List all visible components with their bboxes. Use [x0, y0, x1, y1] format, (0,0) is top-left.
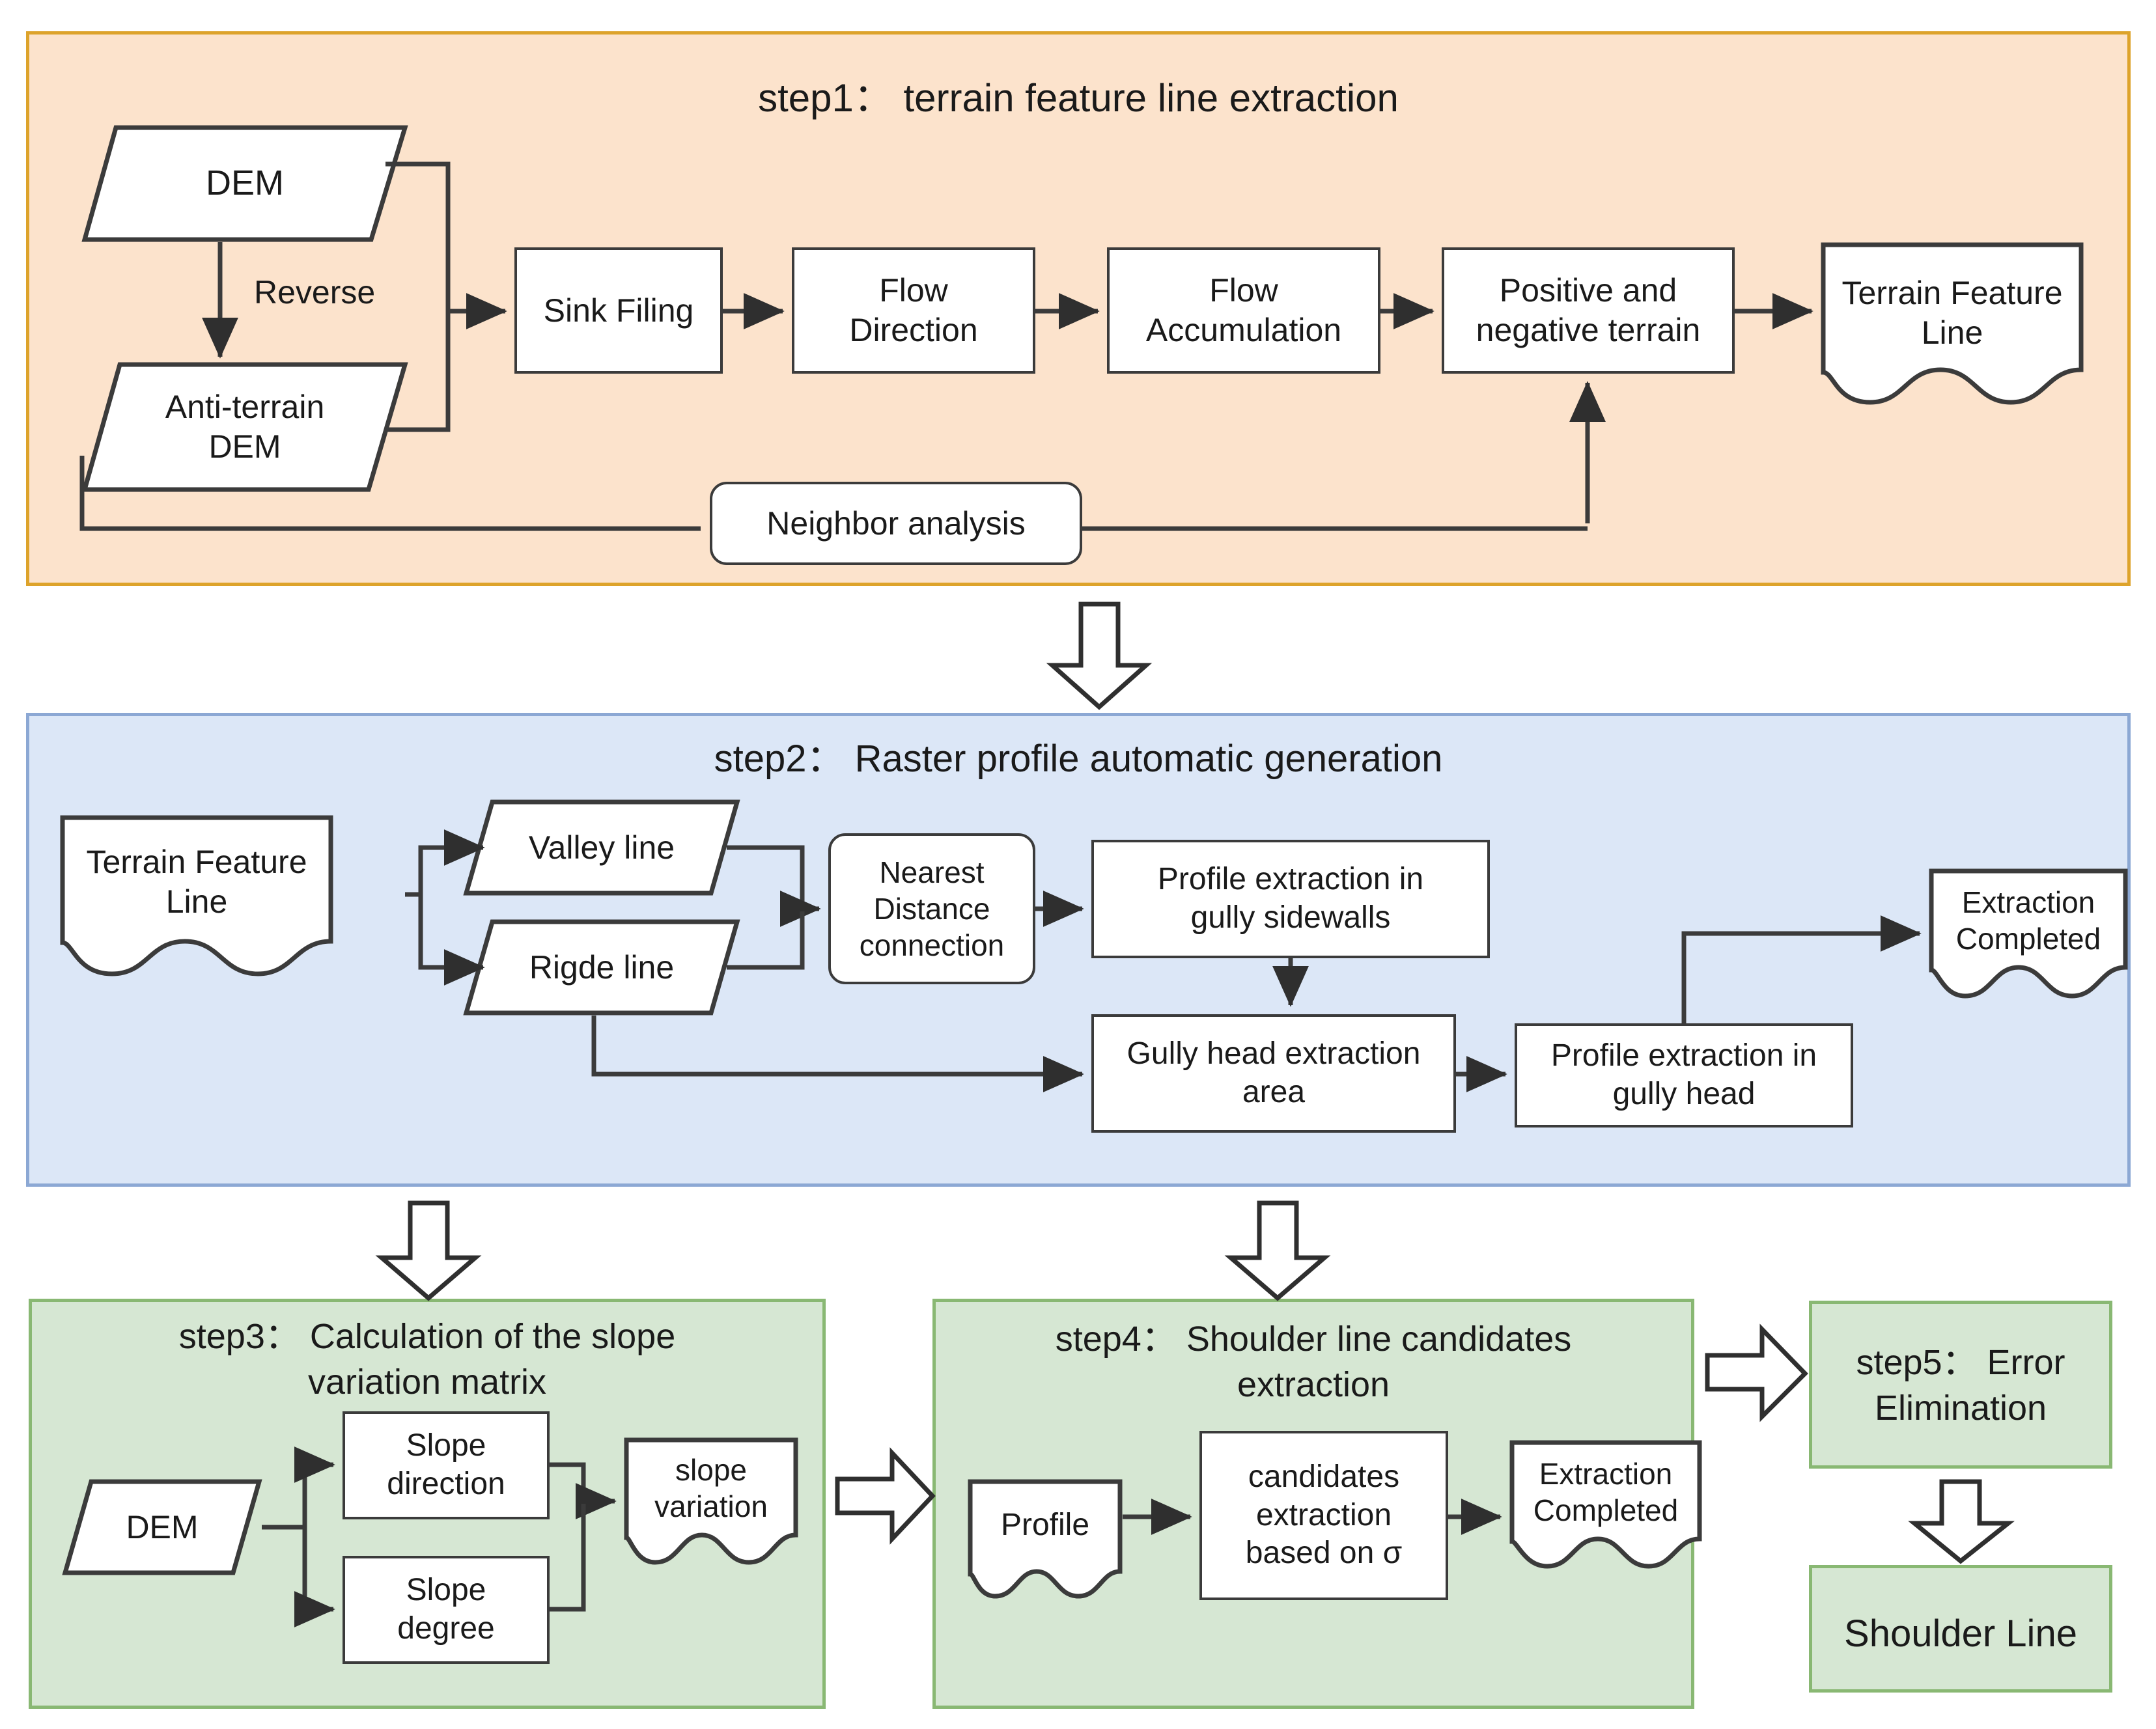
- node-extraction-completed-step2: Extraction Completed: [1929, 868, 2128, 999]
- edge-label-reverse: Reverse: [254, 274, 376, 311]
- node-extraction-completed-step4: Extraction Completed: [1509, 1440, 1702, 1570]
- node-positive-negative-terrain: Positive and negative terrain: [1442, 247, 1735, 374]
- node-terrain-feature-line-step1: Terrain Feature Line: [1821, 242, 2084, 405]
- step3-title: step3： Calculation of the slope variatio…: [178, 1317, 676, 1402]
- block-arrow-step2-to-step4: [1224, 1200, 1331, 1301]
- node-gully-head-extraction-area: Gully head extraction area: [1091, 1014, 1456, 1133]
- node-flow-accumulation: Flow Accumulation: [1107, 247, 1380, 374]
- node-candidates-extraction: candidates extraction based on σ: [1199, 1431, 1448, 1600]
- node-terrain-feature-line-step1-label: Terrain Feature Line: [1841, 275, 2063, 351]
- node-extraction-completed-step4-label: Extraction Completed: [1533, 1456, 1679, 1527]
- node-slope-direction: Slope direction: [343, 1411, 550, 1519]
- node-slope-variation: slope variation: [624, 1437, 798, 1566]
- node-terrain-feature-line-step2-label: Terrain Feature Line: [86, 844, 307, 920]
- node-dem-step1-label: DEM: [206, 163, 284, 203]
- block-arrow-step1-to-step2: [1046, 602, 1153, 710]
- block-arrow-step3-to-step4: [835, 1447, 936, 1545]
- node-dem-step3-label: DEM: [126, 1508, 199, 1545]
- step4-title: step4： Shoulder line candidates extracti…: [1055, 1320, 1572, 1405]
- node-nearest-distance-connection: Nearest Distance connection: [828, 833, 1035, 984]
- node-profile-step4-label: Profile: [1000, 1507, 1090, 1542]
- node-anti-terrain-dem: Anti-terrain DEM: [81, 362, 408, 492]
- node-neighbor-analysis: Neighbor analysis: [710, 482, 1082, 565]
- node-anti-terrain-dem-label: Anti-terrain DEM: [165, 389, 325, 465]
- block-arrow-step4-to-step5: [1705, 1323, 1808, 1422]
- step2-title: step2： Raster profile automatic generati…: [714, 738, 1443, 780]
- node-valley-line: Valley line: [463, 799, 740, 896]
- step5-panel: [1809, 1301, 2112, 1469]
- node-profile-extraction-gully-sidewalls: Profile extraction in gully sidewalls: [1091, 840, 1490, 958]
- node-profile-step4: Profile: [968, 1479, 1123, 1600]
- node-slope-degree: Slope degree: [343, 1556, 550, 1664]
- node-dem-step3: DEM: [62, 1479, 262, 1575]
- node-shoulder-line: [1809, 1565, 2112, 1693]
- node-profile-extraction-gully-head: Profile extraction in gully head: [1515, 1023, 1853, 1127]
- step5-title: step5： Error Elimination: [1856, 1343, 2065, 1428]
- node-rigde-line: Rigde line: [463, 919, 740, 1016]
- node-sink-filing: Sink Filing: [514, 247, 723, 374]
- block-arrow-step5-to-shoulder-line: [1908, 1479, 2015, 1564]
- block-arrow-step2-to-step3: [375, 1200, 482, 1301]
- node-rigde-line-label: Rigde line: [529, 948, 675, 986]
- node-flow-direction: Flow Direction: [792, 247, 1035, 374]
- step1-title: step1： terrain feature line extraction: [758, 76, 1399, 120]
- node-valley-line-label: Valley line: [528, 829, 675, 866]
- node-dem-step1: DEM: [81, 125, 408, 242]
- node-extraction-completed-step2-label: Extraction Completed: [1955, 885, 2101, 956]
- node-terrain-feature-line-step2: Terrain Feature Line: [60, 815, 333, 976]
- node-shoulder-line-label: Shoulder Line: [1844, 1612, 2077, 1655]
- node-slope-variation-label: slope variation: [654, 1452, 768, 1523]
